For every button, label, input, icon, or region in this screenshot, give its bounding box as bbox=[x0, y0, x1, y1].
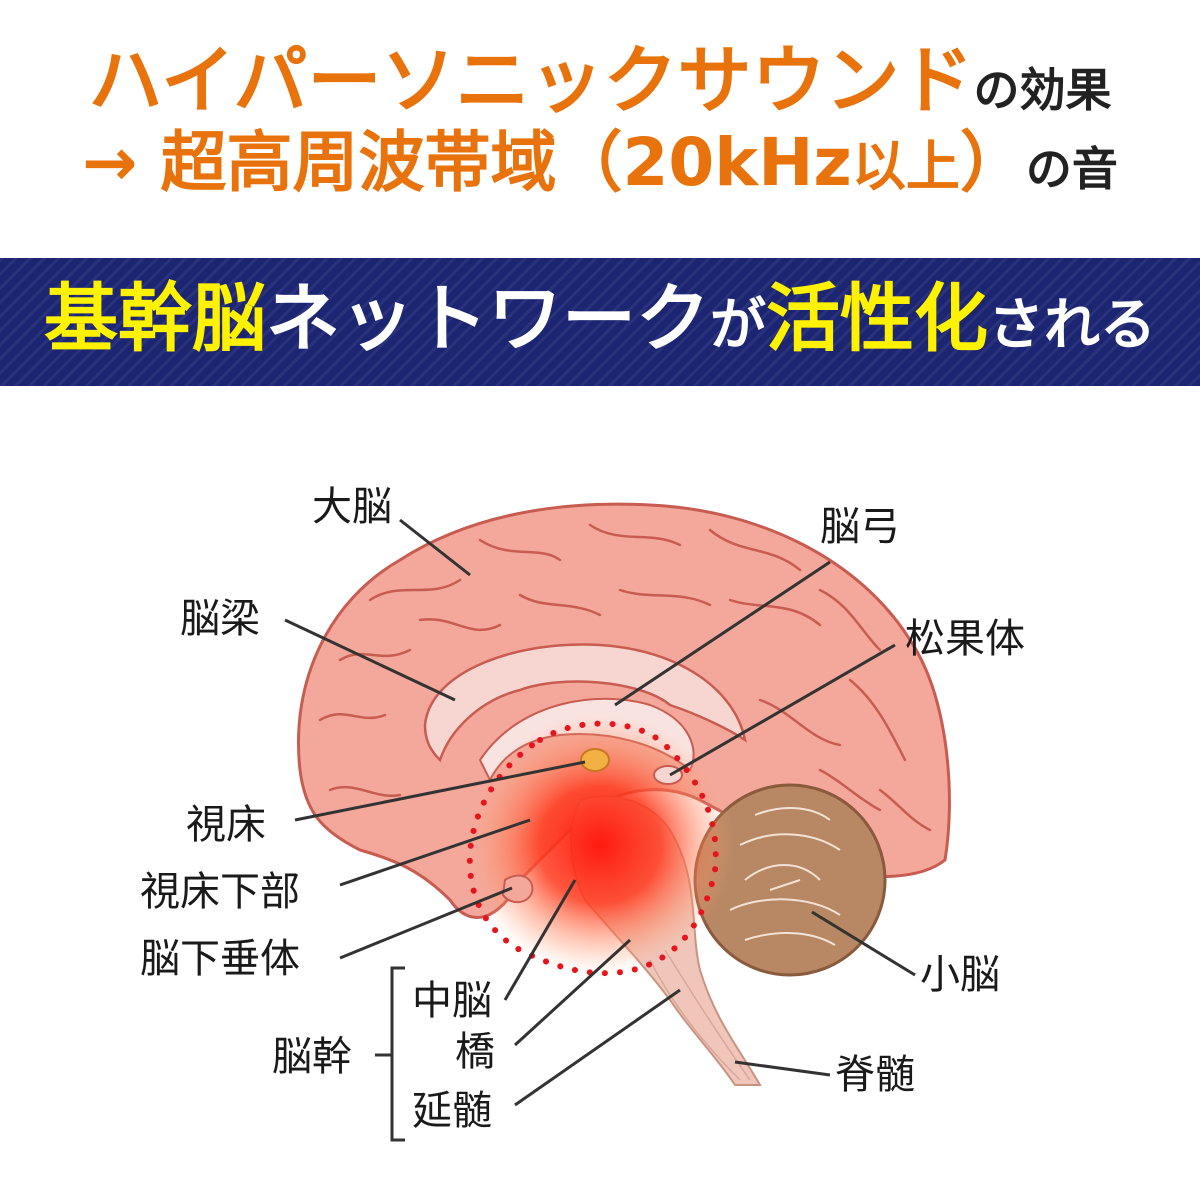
frequency-suffix: 以上 bbox=[851, 135, 960, 198]
pituitary-shape bbox=[501, 874, 534, 904]
label-pineal-body: 松果体 bbox=[905, 616, 1025, 662]
title-suffix: の効果 bbox=[973, 63, 1112, 117]
title-sound-suffix: の音 bbox=[1025, 142, 1118, 196]
thalamus-shape bbox=[580, 748, 610, 772]
cerebrum-folds bbox=[318, 523, 932, 832]
title-band-text: 超高周波帯域 bbox=[160, 124, 557, 201]
title-line-2: → 超高周波帯域（20kHz以上）の音 bbox=[0, 130, 1200, 196]
leader-cerebellum bbox=[811, 910, 916, 977]
leader-pituitary bbox=[339, 886, 513, 960]
banner-text: 基幹脳ネットワークが活性化される bbox=[0, 282, 1200, 356]
title-line-1: ハイパーソニックサウンドの効果 bbox=[0, 44, 1200, 118]
core-brain-network-outline bbox=[466, 720, 719, 977]
paren-close: ） bbox=[959, 124, 1026, 201]
leader-fornix bbox=[614, 560, 831, 707]
pineal-body-shape bbox=[653, 765, 683, 785]
label-cerebellum: 小脳 bbox=[920, 952, 1000, 998]
label-corpus-callosum: 脳梁 bbox=[180, 596, 260, 642]
frequency-text: 20kHz bbox=[622, 124, 852, 201]
paren-open: （ bbox=[556, 124, 623, 201]
label-pons: 橋 bbox=[455, 1029, 495, 1075]
title-main-text: ハイパーソニックサウンド bbox=[88, 38, 974, 124]
label-fornix: 脳弓 bbox=[820, 504, 900, 550]
leader-cerebrum bbox=[399, 518, 471, 577]
label-thalamus: 視床 bbox=[186, 802, 266, 848]
leader-spinal-cord bbox=[734, 1060, 831, 1077]
banner-suffix: される bbox=[988, 293, 1156, 358]
leader-corpus-callosum bbox=[284, 618, 456, 702]
brainstem-bracket bbox=[375, 966, 405, 1142]
label-midbrain: 中脳 bbox=[412, 978, 492, 1024]
label-pituitary: 脳下垂体 bbox=[140, 936, 300, 982]
label-brainstem: 脳幹 bbox=[272, 1034, 352, 1080]
leader-pineal-body bbox=[669, 643, 896, 777]
banner bbox=[0, 258, 1200, 386]
cerebellum-folds bbox=[729, 807, 841, 946]
label-medulla: 延髄 bbox=[412, 1088, 492, 1134]
brain-diagram: 大脳 脳梁 脳弓 松果体 視床 視床下部 脳下垂体 小脳 脳幹 中脳 橋 延髄 … bbox=[140, 484, 1025, 1142]
label-cerebrum: 大脳 bbox=[312, 484, 392, 530]
banner-core-brain: 基幹脳 bbox=[44, 276, 266, 362]
label-spinal-cord: 脊髄 bbox=[835, 1052, 915, 1098]
leader-medulla bbox=[514, 988, 681, 1107]
leader-midbrain bbox=[503, 879, 577, 1001]
leader-thalamus bbox=[294, 760, 586, 822]
banner-network: ネットワーク bbox=[266, 276, 710, 362]
label-hypothalamus: 視床下部 bbox=[140, 869, 300, 915]
banner-activation: 活性化 bbox=[766, 276, 988, 362]
arrow-icon: → bbox=[82, 124, 138, 201]
banner-particle: が bbox=[710, 293, 766, 358]
leader-hypothalamus bbox=[339, 818, 531, 887]
leader-pons bbox=[513, 938, 632, 1047]
